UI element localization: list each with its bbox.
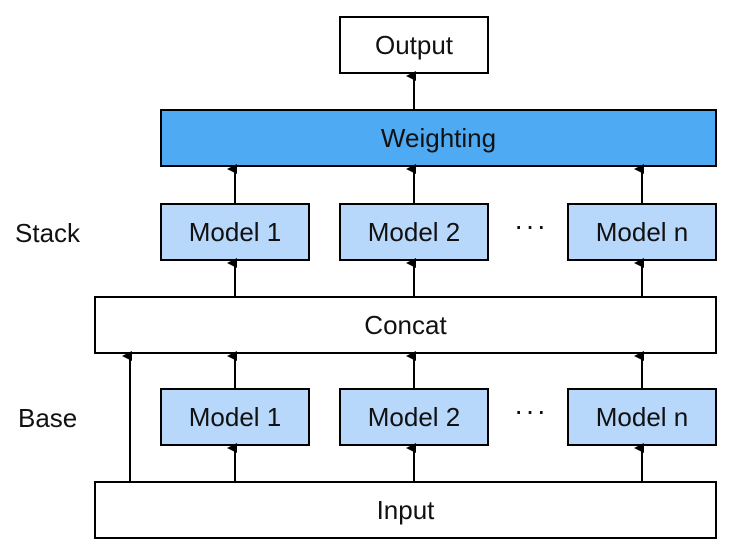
base-model-1-box: Model 1: [160, 388, 310, 446]
base-model-n-label: Model n: [595, 402, 689, 432]
stack-model-1-box: Model 1: [160, 203, 310, 261]
weighting-box: Weighting: [160, 109, 717, 167]
concat-box: Concat: [94, 296, 717, 354]
output-label: Output: [374, 30, 454, 60]
base-model-1-label: Model 1: [188, 402, 282, 432]
stack-model-n-label: Model n: [595, 217, 689, 247]
base-model-2-label: Model 2: [367, 402, 461, 432]
base-model-n-box: Model n: [567, 388, 717, 446]
concat-label: Concat: [364, 310, 447, 340]
base-label: Base: [18, 403, 78, 433]
base-ellipsis: ···: [514, 395, 548, 426]
input-label: Input: [376, 495, 435, 525]
weighting-label: Weighting: [380, 123, 497, 153]
stack-ellipsis: ···: [514, 210, 548, 241]
stack-model-1-label: Model 1: [188, 217, 282, 247]
input-box: Input: [94, 481, 717, 539]
output-box: Output: [339, 16, 489, 74]
base-model-2-box: Model 2: [339, 388, 489, 446]
stack-model-n-box: Model n: [567, 203, 717, 261]
stack-label: Stack: [15, 218, 81, 248]
stack-model-2-label: Model 2: [367, 217, 461, 247]
stack-model-2-box: Model 2: [339, 203, 489, 261]
